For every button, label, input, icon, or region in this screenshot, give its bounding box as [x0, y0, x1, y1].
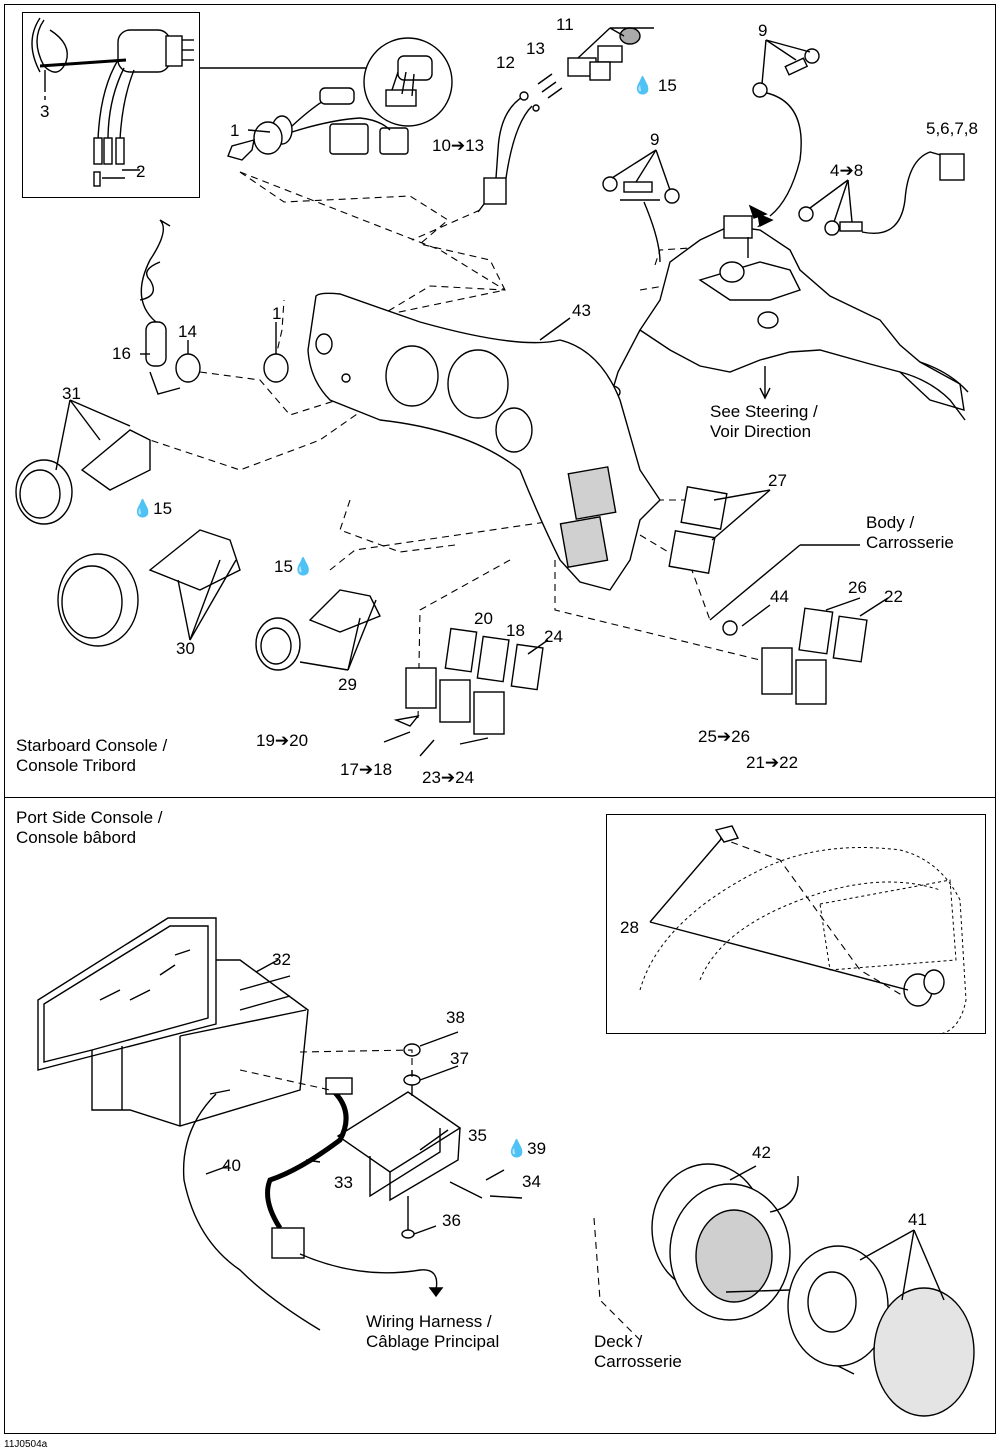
callout-23-24: 23➔24: [422, 768, 475, 787]
deck-reference-note: Deck / Carrosserie: [594, 1332, 682, 1372]
callout-39: 💧39: [506, 1139, 547, 1158]
callout-36: 36: [442, 1211, 461, 1230]
callout-15-connector: 💧 15: [632, 76, 677, 95]
figure-code: 11J0504a: [4, 1439, 48, 1450]
callout-5-6-7-8: 5,6,7,8: [926, 119, 978, 138]
port-console-caption: Port Side Console / Console bâbord: [16, 808, 162, 848]
accessory-outlet-inset-box: [606, 814, 986, 1034]
callout-1-bezel: 1: [272, 304, 282, 323]
callout-17-18: 17➔18: [340, 760, 393, 779]
callout-22: 22: [884, 587, 903, 606]
callout-32: 32: [272, 950, 291, 969]
body-note-line2: Carrosserie: [866, 533, 954, 552]
callout-18: 18: [506, 621, 525, 640]
callout-15-connector-number: 15: [657, 76, 677, 95]
callout-27: 27: [768, 471, 787, 490]
deck-note-line2: Carrosserie: [594, 1352, 682, 1371]
harness-note-line1: Wiring Harness /: [366, 1312, 492, 1331]
callout-26: 26: [848, 578, 867, 597]
callout-33: 33: [334, 1173, 353, 1192]
callout-9-top: 9: [758, 21, 768, 40]
gauge-31: [15, 429, 151, 525]
callout-37: 37: [450, 1049, 469, 1068]
callout-15-gauge-a: 💧15: [132, 499, 173, 518]
cable-tie: [31, 17, 127, 92]
callout-3: 3: [40, 102, 50, 121]
callout-2: 2: [136, 162, 146, 181]
steering-reference-note: See Steering / Voir Direction: [710, 402, 818, 442]
callout-13: 13: [526, 39, 545, 58]
body-reference-note: Body / Carrosserie: [866, 513, 954, 553]
harness-reference-note: Wiring Harness / Câblage Principal: [366, 1312, 499, 1352]
callout-20: 20: [474, 609, 493, 628]
callout-12: 12: [496, 53, 515, 72]
speaker-driver-41: [787, 1245, 975, 1417]
callout-11: 11: [556, 15, 574, 34]
callout-44: 44: [770, 587, 789, 606]
callout-14: 14: [178, 322, 197, 341]
callout-39-number: 39: [527, 1139, 547, 1158]
callout-34: 34: [522, 1172, 541, 1191]
callout-25-26: 25➔26: [698, 727, 751, 746]
rocker-switches: [405, 485, 868, 735]
callout-15-gauge-b-number: 15: [274, 557, 293, 576]
callout-30: 30: [176, 639, 195, 658]
callout-29: 29: [338, 675, 357, 694]
callout-24: 24: [544, 627, 563, 646]
key-switch-assembly: [227, 87, 409, 161]
callout-43: 43: [572, 301, 591, 320]
callout-9-mid: 9: [650, 130, 660, 149]
callout-16: 16: [112, 344, 131, 363]
callout-41: 41: [908, 1210, 927, 1229]
starboard-console-caption: Starboard Console / Console Tribord: [16, 736, 167, 776]
callout-10-13: 10➔13: [432, 136, 485, 155]
port-caption-line1: Port Side Console /: [16, 808, 163, 827]
callout-38: 38: [446, 1008, 465, 1027]
callout-19-20: 19➔20: [256, 731, 309, 750]
callout-21-22: 21➔22: [746, 753, 799, 772]
callout-35: 35: [468, 1126, 487, 1145]
callout-4-8: 4➔8: [830, 161, 864, 180]
starboard-caption-line2: Console Tribord: [16, 756, 137, 775]
accessory-outlet-housing: [639, 847, 967, 1035]
port-caption-line2: Console bâbord: [16, 828, 137, 847]
key-switch-inset-box: [22, 12, 200, 198]
speaker-housing-42: [651, 1163, 791, 1321]
deck-note-line1: Deck /: [594, 1332, 643, 1351]
gauge-30: [57, 529, 241, 647]
callout-1-key: 1: [230, 121, 240, 140]
gauge-29: [255, 589, 381, 671]
starboard-caption-line1: Starboard Console /: [16, 736, 168, 755]
harness-note-line2: Câblage Principal: [366, 1332, 500, 1351]
callout-28: 28: [620, 918, 639, 937]
callout-15-gauge-a-number: 15: [153, 499, 173, 518]
stereo-radio: [37, 917, 309, 1127]
callout-15-gauge-b: 15💧: [274, 557, 315, 576]
steering-note-line1: See Steering /: [710, 402, 818, 421]
console-dashboard: [307, 292, 661, 591]
body-note-line1: Body /: [866, 513, 915, 532]
callout-31: 31: [62, 384, 81, 403]
callout-40: 40: [222, 1156, 241, 1175]
port-console-panel: [4, 797, 996, 1434]
callout-42: 42: [752, 1143, 771, 1162]
steering-note-line2: Voir Direction: [710, 422, 812, 441]
connector-detail: [385, 55, 433, 107]
ignition-key-switch: [93, 29, 194, 187]
